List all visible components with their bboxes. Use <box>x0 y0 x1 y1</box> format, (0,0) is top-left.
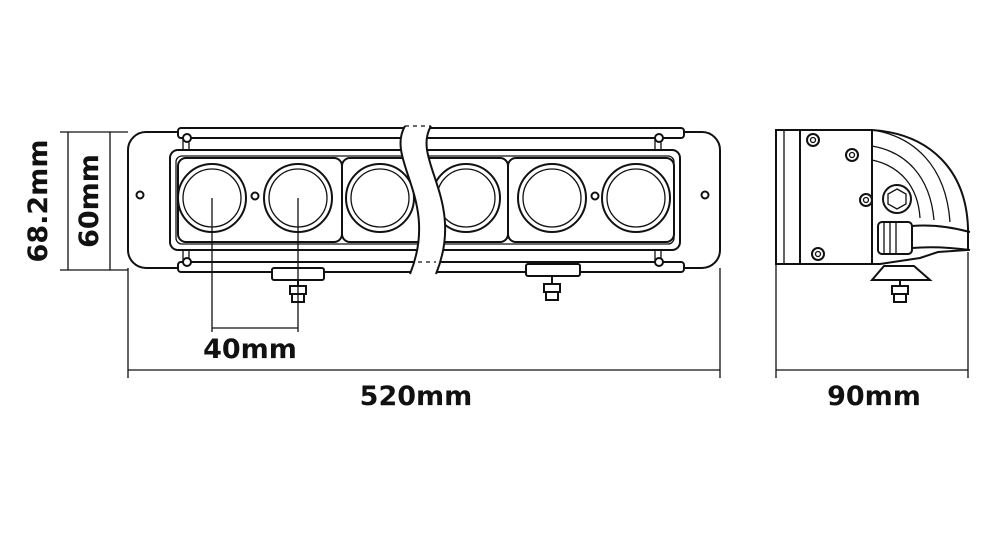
dim-total-length: 520mm <box>360 381 473 412</box>
break-line-right <box>425 125 447 275</box>
front-view <box>127 125 721 303</box>
dimension-lines <box>60 131 969 378</box>
break-line-left <box>399 125 421 275</box>
break-mask <box>400 126 446 274</box>
mount-foot-right <box>525 263 581 301</box>
dim-lens-spacing: 40mm <box>203 334 297 365</box>
lens <box>517 163 587 233</box>
dim-depth: 90mm <box>827 381 921 412</box>
top-bracket <box>177 127 685 139</box>
dim-total-height: 68.2mm <box>23 140 54 263</box>
dim-lens-height: 60mm <box>74 154 105 248</box>
lens <box>601 163 671 233</box>
front-screws <box>135 133 710 267</box>
side-view <box>775 129 971 303</box>
